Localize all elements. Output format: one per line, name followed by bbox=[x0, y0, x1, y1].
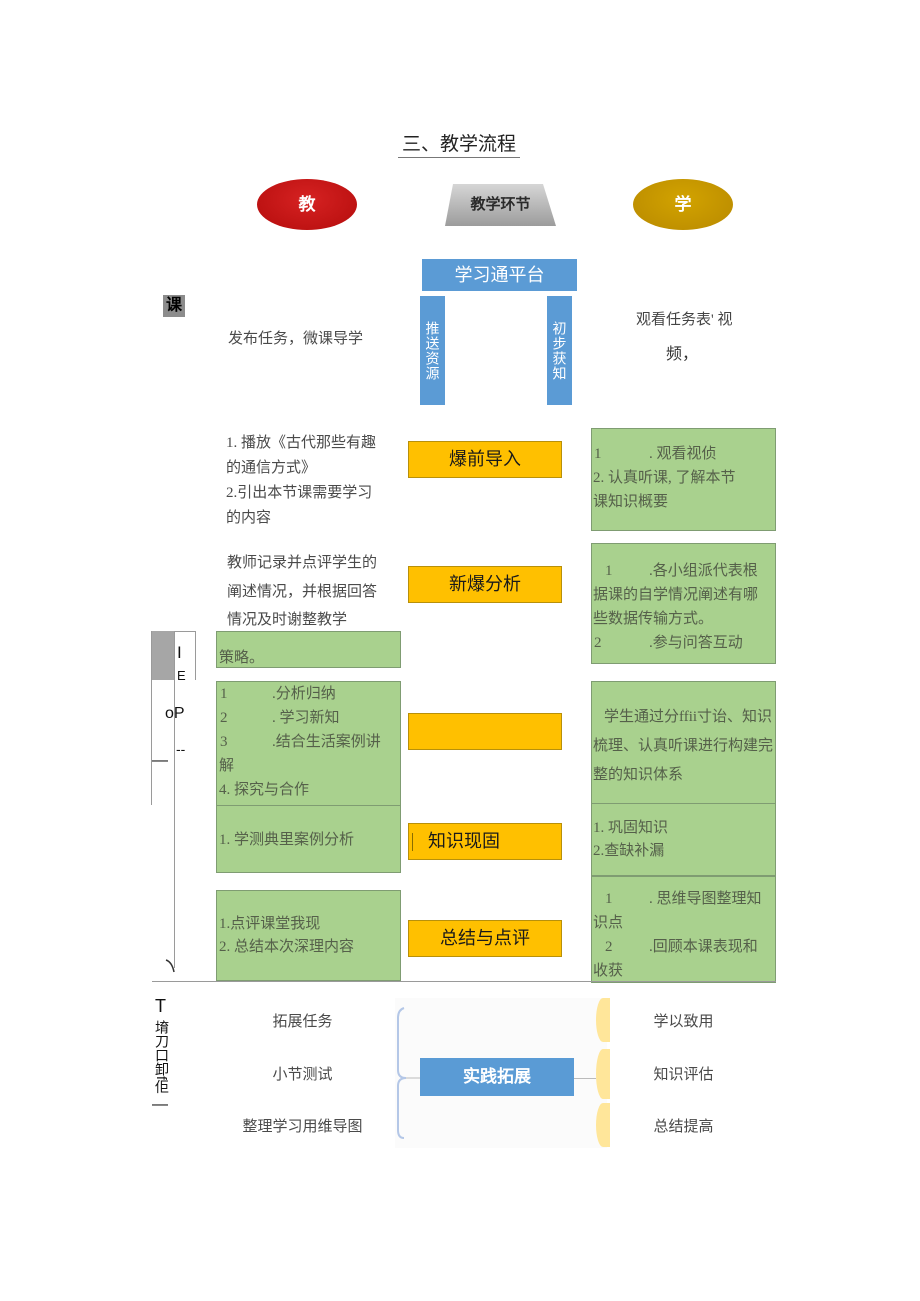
section-trapezoid: 教学环节 bbox=[445, 184, 556, 226]
row2-teacher-line: 阐述情况，并根据回答 bbox=[227, 583, 378, 600]
section-label: 教学环节 bbox=[470, 196, 531, 213]
right-brace-lobe bbox=[596, 1049, 610, 1099]
row4-teacher-line: 1. 学测典里案例分析 bbox=[219, 832, 355, 848]
stage-box-2: 新爆分析 bbox=[408, 566, 562, 603]
extension-right-item: 学以致用 bbox=[653, 1014, 714, 1030]
pre-class-student-line-1: 观看任务表' 视 bbox=[636, 312, 733, 328]
row5-student-line: 识点 bbox=[593, 915, 624, 931]
row4-student-box: 1. 巩固知识 2.查缺补漏 bbox=[591, 803, 776, 876]
section-divider bbox=[152, 981, 776, 982]
bottom-label-bottom: — bbox=[152, 1096, 168, 1113]
row3-teacher-line: 1.分析归纳 bbox=[220, 686, 336, 702]
row2-student-line: 些数据传输方式。 bbox=[593, 611, 714, 627]
row5-teacher-box: 1.点评课堂我现 2. 总结本次深理内容 bbox=[216, 890, 401, 981]
extension-left-item: 整理学习用维导图 bbox=[242, 1119, 363, 1135]
side-horizontal-line bbox=[174, 631, 196, 632]
row3-teacher-line: 解 bbox=[219, 758, 235, 774]
extension-right-item: 知识评估 bbox=[653, 1067, 714, 1083]
row5-student-line: 2.回顾本课表现和 bbox=[605, 939, 758, 955]
row1-student-line: 课知识概要 bbox=[593, 494, 669, 510]
row5-student-line: 1. 思维导图整理知 bbox=[605, 891, 762, 907]
row2-teacher-line: 策略。 bbox=[219, 650, 265, 666]
row2-student-line: 据课的自学情况阐述有哪 bbox=[593, 587, 759, 603]
stage-bracket-mark bbox=[412, 833, 413, 851]
pre-class-teacher-text: 发布任务，微课导学 bbox=[228, 331, 364, 347]
pre-class-tag: 课 bbox=[163, 295, 185, 317]
row2-teacher-text: 教师记录并点评学生的 阐述情况，并根据回答 情况及时谢整教学 bbox=[227, 549, 377, 635]
row5-student-box: 1. 思维导图整理知 识点 2.回顾本课表现和 收获 bbox=[591, 876, 776, 983]
row4-student-line: 2.查缺补漏 bbox=[593, 843, 665, 859]
row1-teacher-line: 1. 播放《古代那些有趣 bbox=[226, 435, 377, 451]
right-brace-lobe bbox=[596, 1103, 610, 1147]
section-title: 三、教学流程 bbox=[398, 131, 520, 158]
teach-ellipse: 教 bbox=[257, 179, 357, 230]
pre-class-student-line-2: 频， bbox=[666, 346, 699, 363]
row2-student-line: 1.各小组派代表根 bbox=[605, 563, 758, 579]
row1-student-line: 1. 观看视侦 bbox=[594, 446, 717, 462]
stage-box-4-label: 知识现固 bbox=[428, 831, 500, 851]
side-mark-dash: -- bbox=[176, 741, 186, 757]
row2-student-box: 1.各小组派代表根 据课的自学情况阐述有哪 些数据传输方式。 2.参与问答互动 bbox=[591, 543, 776, 664]
right-brace-lobe bbox=[596, 998, 610, 1042]
side-vertical-line bbox=[151, 631, 152, 805]
row3-student-line: 整的知识体系 bbox=[593, 767, 684, 783]
extension-left-item: 小节测试 bbox=[272, 1067, 333, 1083]
row3-student-line: 学生通过分ffii寸诒、知识 bbox=[604, 709, 773, 725]
row2-student-line: 2.参与问答互动 bbox=[594, 635, 743, 651]
row1-student-box: 1. 观看视侦 2. 认真听课, 了解本节 课知识概要 bbox=[591, 428, 776, 531]
trapezoid-shape bbox=[445, 184, 556, 226]
row3-teacher-line: 2. 学习新知 bbox=[220, 710, 340, 726]
bottom-label-top: T bbox=[155, 996, 166, 1016]
row2-teacher-box: 策略。 bbox=[216, 631, 401, 668]
stage-box-3 bbox=[408, 713, 562, 750]
row2-teacher-line: 情况及时谢整教学 bbox=[227, 612, 348, 628]
left-brace bbox=[397, 1007, 420, 1139]
extension-center-box: 实践拓展 bbox=[420, 1058, 574, 1096]
row3-teacher-box: 1.分析归纳 2. 学习新知 3.结合生活案例讲 解 4. 探究与合作 bbox=[216, 681, 401, 806]
row1-teacher-text: 1. 播放《古代那些有趣 的通信方式》 2.引出本节课需要学习 的内容 bbox=[226, 431, 376, 531]
row2-teacher-line: 教师记录并点评学生的 bbox=[227, 555, 378, 571]
row3-teacher-line: 3.结合生活案例讲 bbox=[220, 734, 381, 750]
side-mark-bar: — bbox=[152, 752, 168, 769]
row3-student-line: 梳理、认真听课进行构建完 bbox=[593, 738, 774, 754]
right-connector bbox=[574, 1078, 596, 1079]
row5-student-line: 收获 bbox=[593, 963, 624, 979]
push-resources-label: 推送资源 bbox=[424, 320, 441, 381]
extension-right-item: 总结提高 bbox=[653, 1119, 714, 1135]
row1-teacher-line: 的通信方式》 bbox=[226, 460, 317, 476]
side-mark-op: oP bbox=[165, 705, 185, 722]
bottom-label-text: 堉刀口卸f佢 bbox=[154, 1020, 170, 1094]
stage-box-1: 爆前导入 bbox=[408, 441, 562, 478]
row5-teacher-line: 1.点评课堂我现 bbox=[219, 916, 321, 932]
push-resources-box: 推送资源 bbox=[420, 296, 445, 405]
row3-student-box: 学生通过分ffii寸诒、知识 梳理、认真听课进行构建完 整的知识体系 bbox=[591, 681, 776, 804]
curve-mark bbox=[165, 959, 175, 973]
row1-teacher-line: 2.引出本节课需要学习 bbox=[226, 485, 373, 501]
side-mark-e: E bbox=[177, 668, 186, 683]
row3-teacher-line: 4. 探究与合作 bbox=[219, 782, 310, 798]
row4-teacher-box: 1. 学测典里案例分析 bbox=[216, 805, 401, 873]
learn-ellipse: 学 bbox=[633, 179, 733, 230]
row4-student-line: 1. 巩固知识 bbox=[593, 820, 669, 836]
side-mark-i: I bbox=[177, 643, 182, 662]
initial-acquire-box: 初步获知 bbox=[547, 296, 572, 405]
gray-side-block bbox=[151, 631, 175, 680]
stage-box-4: 知识现固 bbox=[408, 823, 562, 860]
side-vertical-line bbox=[174, 631, 175, 968]
initial-acquire-label: 初步获知 bbox=[551, 320, 568, 381]
row1-student-line: 2. 认真听课, 了解本节 bbox=[593, 470, 736, 486]
row1-teacher-line: 的内容 bbox=[226, 510, 272, 526]
row5-teacher-line: 2. 总结本次深理内容 bbox=[219, 939, 355, 955]
extension-left-item: 拓展任务 bbox=[272, 1014, 333, 1030]
side-vertical-line bbox=[195, 631, 196, 680]
stage-box-5: 总结与点评 bbox=[408, 920, 562, 957]
platform-box: 学习通平台 bbox=[422, 259, 577, 291]
